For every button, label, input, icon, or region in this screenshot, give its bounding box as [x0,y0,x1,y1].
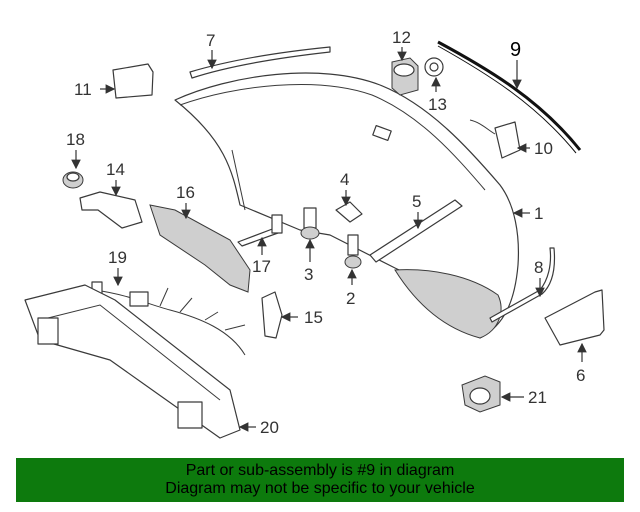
callout-19: 19 [108,248,127,267]
callout-21: 21 [528,388,547,407]
part-2-screw[interactable] [344,234,362,269]
part-14-bracket[interactable] [79,191,143,229]
callout-17: 17 [252,257,271,276]
callout-4: 4 [340,170,349,189]
part-15-bracket[interactable] [261,291,283,339]
part-10-sensor-bracket[interactable] [469,119,521,159]
part-20-reinforcement-bar[interactable] [24,284,241,439]
callout-labels: 1 2 3 4 5 6 7 8 9 10 11 12 13 14 15 16 1… [66,28,585,437]
callout-5: 5 [412,192,421,211]
part-5-support-rail[interactable] [369,199,463,263]
part-11-reflector[interactable] [112,63,154,99]
callout-15: 15 [304,308,323,327]
callout-10: 10 [534,139,553,158]
part-13-grommet[interactable] [424,57,444,77]
callout-9-highlighted: 9 [510,39,521,61]
part-18-grommet[interactable] [62,171,84,189]
part-21-sensor[interactable] [461,375,501,413]
callout-7: 7 [206,31,215,50]
callout-2: 2 [346,289,355,308]
callout-8: 8 [534,258,543,277]
banner-line-1: Part or sub-assembly is #9 in diagram [185,462,455,479]
leader-lines [71,47,587,432]
callout-6: 6 [576,366,585,385]
part-19-wiring-harness[interactable] [91,281,246,356]
part-6-trim-panel[interactable] [544,289,605,346]
banner-line-2: Diagram may not be specific to your vehi… [165,480,475,497]
callout-16: 16 [176,183,195,202]
info-banner: Part or sub-assembly is #9 in diagram Di… [16,458,624,502]
parts-diagram: 1 2 3 4 5 6 7 8 9 10 11 12 13 14 15 16 1… [24,28,605,439]
part-16-energy-absorber[interactable] [149,204,251,293]
callout-14: 14 [106,160,125,179]
callout-18: 18 [66,130,85,149]
part-7-trim-strip[interactable] [189,46,331,79]
part-12-sensor[interactable] [391,57,419,96]
callout-20: 20 [260,418,279,437]
part-17-bracket[interactable] [237,214,283,247]
callout-13: 13 [428,95,447,114]
callout-1: 1 [534,204,543,223]
callout-11: 11 [74,80,92,99]
part-8-side-molding[interactable] [489,247,556,323]
part-3-screw[interactable] [300,207,320,240]
callout-12: 12 [392,28,411,47]
callout-3: 3 [304,265,313,284]
